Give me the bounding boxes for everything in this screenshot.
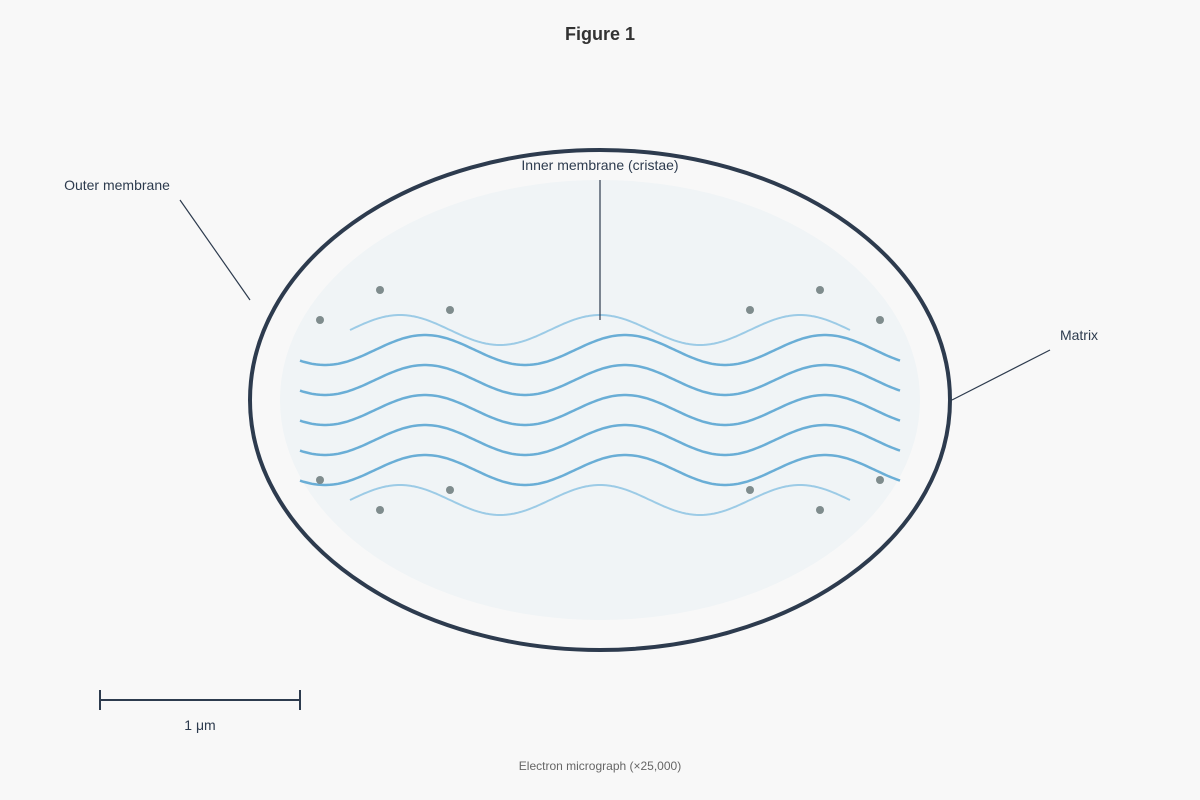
matrix-granule [446,486,454,494]
crista-wave [299,333,901,367]
outer-membrane [248,148,952,652]
matrix-granule [376,286,384,294]
matrix-granule [816,506,824,514]
matrix-granule [876,476,884,484]
matrix-granule [746,486,754,494]
figure-caption: Electron micrograph (×25,000) [519,759,681,773]
cristae-group [299,314,901,516]
crista-light-bottom [349,484,851,516]
matrix-granule [816,286,824,294]
crista-wave [299,423,901,457]
crista-wave [299,393,901,427]
crista-wave [299,453,901,487]
figure-title: Figure 1 [565,24,635,44]
outer-membrane-label: Outer membrane [64,177,170,193]
matrix-granule [376,506,384,514]
outer-membrane-leader [179,199,251,301]
matrix-granule [876,316,884,324]
matrix-granule [746,306,754,314]
matrix-granule [316,316,324,324]
matrix-granule [446,306,454,314]
granules-group [316,286,884,514]
scale-bar-label: 1 μm [184,717,215,733]
scale-bar: 1 μm [99,690,301,733]
inner-membrane-label: Inner membrane (cristae) [521,157,678,173]
crista-wave [299,363,901,397]
matrix-leader [951,349,1051,401]
matrix-label: Matrix [1060,327,1098,343]
matrix-granule [316,476,324,484]
